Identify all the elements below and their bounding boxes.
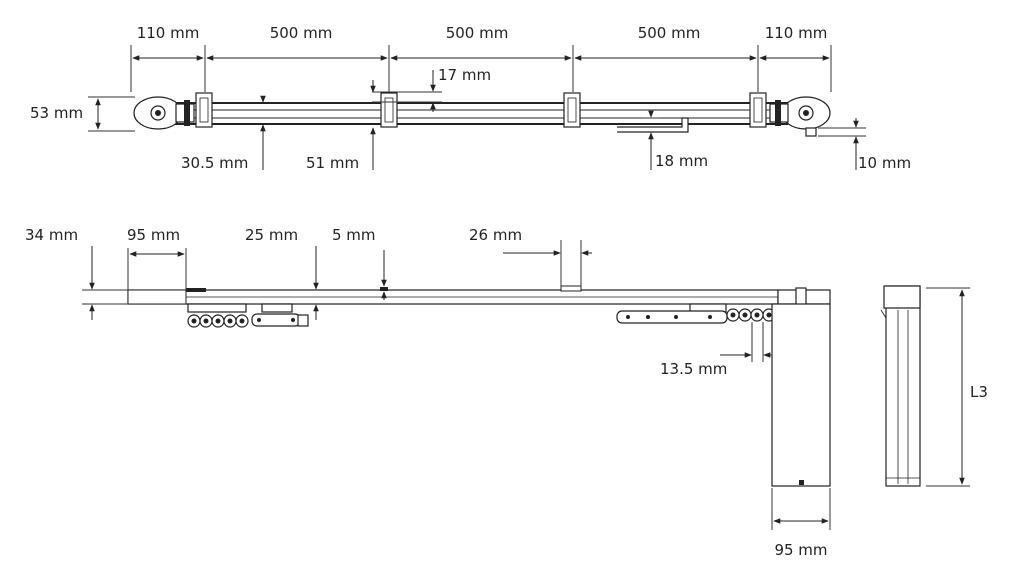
dim-label-gap-5: 5 mm [332,226,376,244]
left-carrier-assembly [187,303,309,328]
right-end-pulley [769,96,831,137]
dim-label-span-1: 500 mm [270,24,333,42]
left-end-pulley [133,96,195,130]
side-view: 34 mm 95 mm 25 mm 5 mm 26 mm [25,226,988,559]
top-dimension-chain [130,45,832,92]
dim-label-width-95-left: 95 mm [127,226,180,244]
bracket-2 [380,92,398,128]
motor-end-view [880,285,921,487]
dim-label-rail-30-5: 30.5 mm [181,154,248,172]
dim-label-height-53: 53 mm [30,104,83,122]
top-rail [175,102,788,125]
dim-label-offset-13-5: 13.5 mm [660,360,727,378]
right-carrier-assembly [616,303,776,324]
dim-offset-17 [372,70,442,112]
dim-width-95-left [127,248,187,290]
dim-label-offset-17: 17 mm [438,66,491,84]
dim-label-arm-18: 18 mm [655,152,708,170]
motor-unit [771,287,831,487]
dim-label-arm-10: 10 mm [858,154,911,172]
dim-height-53 [88,96,135,132]
dim-label-rail-51: 51 mm [306,154,359,172]
dim-label-bracket-left: 110 mm [137,24,200,42]
side-rail [127,285,779,305]
dim-label-height-34: 34 mm [25,226,78,244]
dim-offset-13-5 [720,322,772,362]
dim-motor-length-l3 [926,287,970,487]
dim-label-clip-26: 26 mm [469,226,522,244]
dim-label-span-2: 500 mm [446,24,509,42]
dim-arm-18 [641,110,660,170]
bracket-1 [195,92,213,128]
dim-motor-width-95 [771,488,831,530]
top-view: 110 mm 500 mm 500 mm 500 mm 110 mm 53 mm… [30,24,911,172]
dim-label-span-3: 500 mm [638,24,701,42]
dim-label-motor-width-95: 95 mm [774,541,827,559]
dim-clip-26 [503,240,592,286]
dim-height-34 [82,246,128,320]
dim-label-gap-25: 25 mm [245,226,298,244]
dim-label-bracket-right: 110 mm [765,24,828,42]
bracket-4 [749,92,767,128]
bracket-3 [563,92,581,128]
master-carrier-arm [617,117,689,133]
dim-label-motor-length-l3: L3 [970,383,988,401]
dim-arm-10 [818,118,866,170]
